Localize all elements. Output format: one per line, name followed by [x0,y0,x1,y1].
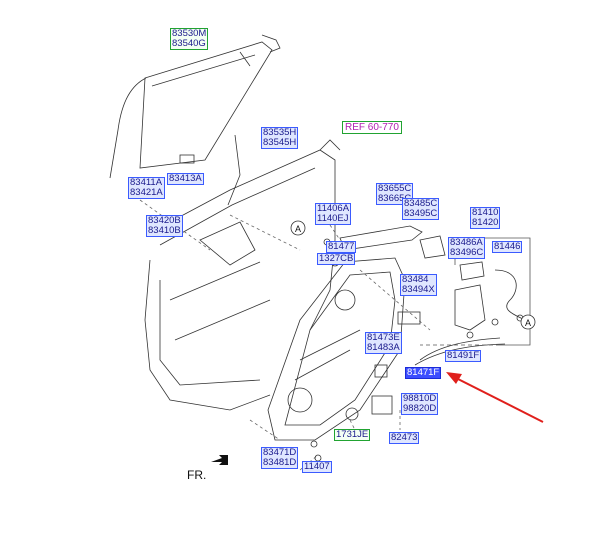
door-glass [109,41,273,179]
door-latch [454,261,486,331]
glass-run-channel [239,34,281,67]
grommet [345,407,359,421]
pointer-arrow [446,372,544,423]
svg-text:A: A [525,318,531,328]
front-direction-arrow [211,455,228,465]
release-cable [414,269,526,366]
actuator [371,395,393,415]
callout-1731je: 1731JE [334,429,371,441]
svg-text:A: A [295,224,301,234]
circle-marker-a: A [520,314,536,330]
callout-81471f: 81471F [405,367,442,379]
handle-bezel [374,364,388,378]
callout-81477: 81477 [326,241,357,253]
callout-82473: 82473 [389,432,420,444]
glass-stopper [179,154,195,164]
front-direction-label: FR. [187,468,207,482]
callout-11407: 11407 [302,461,332,473]
callout-1327cb: 1327CB [317,253,356,265]
ref-label: REF 60-770 [342,121,402,134]
callout-81446: 81446 [492,241,523,253]
callout-83413a: 83413A [167,173,204,185]
rod-clip [397,311,421,325]
callout-81491f: 81491F [445,350,482,362]
circle-marker-a: A [290,220,306,236]
